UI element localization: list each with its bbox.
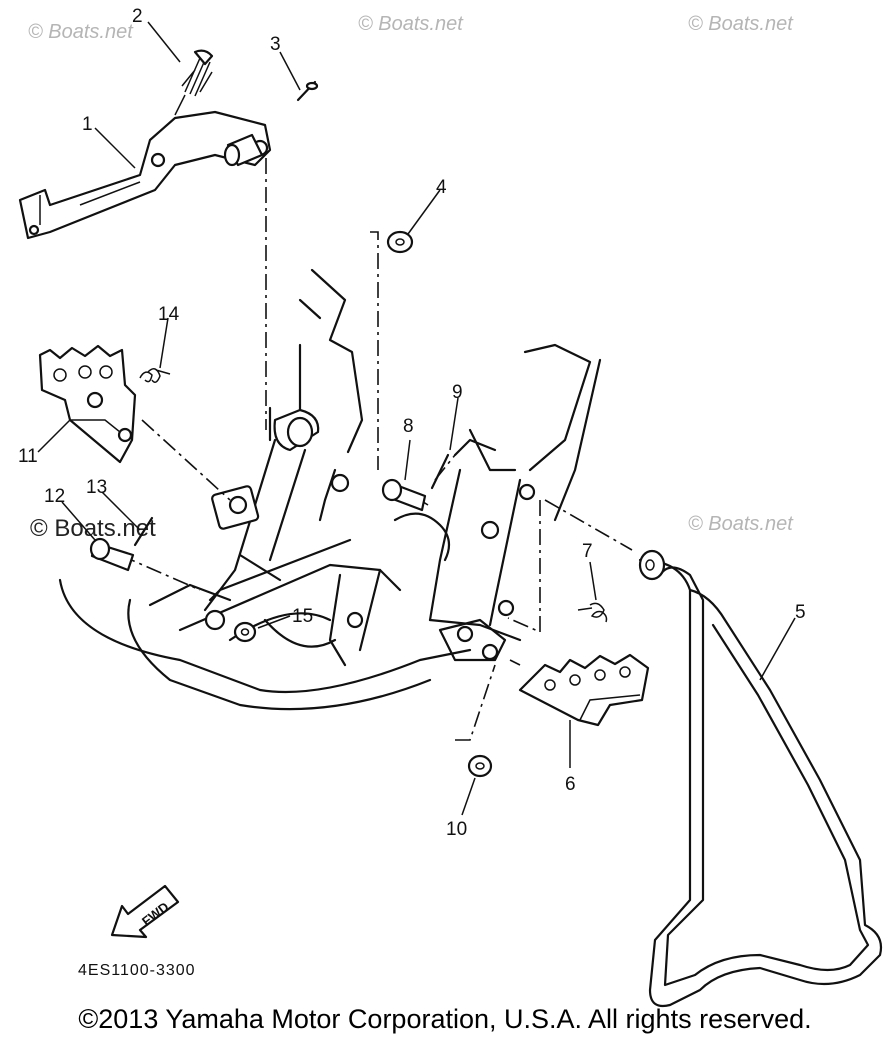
footrest-pin [89, 537, 135, 572]
callout-numbers: 1 2 3 4 5 6 7 8 9 10 11 12 13 14 15 [18, 6, 806, 840]
diagram-code: 4ES1100-3300 [78, 962, 196, 979]
cotter-pin-3 [133, 516, 154, 547]
callout-5: 5 [795, 602, 806, 623]
footrest-spring-left [139, 368, 171, 383]
fwd-arrow-icon: FWD [110, 884, 180, 939]
footrest-spring-right [577, 602, 608, 623]
callout-9: 9 [452, 382, 463, 403]
spring [174, 49, 214, 116]
cotter-pin-2 [430, 453, 450, 490]
washer-3 [233, 621, 257, 643]
callout-11: 11 [18, 446, 38, 467]
washer [386, 230, 414, 254]
callout-4: 4 [436, 177, 447, 198]
callout-13: 13 [86, 477, 107, 498]
callout-6: 6 [565, 774, 576, 795]
callout-2: 2 [132, 6, 143, 27]
callout-10: 10 [446, 819, 467, 840]
copyright-notice: ©2013 Yamaha Motor Corporation, U.S.A. A… [78, 1004, 812, 1034]
footrest-right [518, 653, 650, 727]
frame-drawing [58, 268, 602, 711]
callout-15: 15 [292, 606, 313, 627]
collar [381, 478, 427, 512]
watermark: © Boats.net [28, 21, 134, 43]
callout-3: 3 [270, 34, 281, 55]
watermark: © Boats.net [688, 13, 794, 35]
watermark: © Boats.net [358, 13, 464, 35]
callout-leaders [37, 21, 796, 816]
callout-7: 7 [582, 541, 593, 562]
callout-12: 12 [44, 486, 65, 507]
callout-8: 8 [403, 416, 414, 437]
cotter-pin [296, 80, 319, 102]
washer-2 [467, 754, 493, 778]
stand [638, 549, 883, 1008]
watermark: © Boats.net [688, 513, 794, 535]
brake-pedal [18, 110, 272, 240]
callout-1: 1 [82, 114, 93, 135]
footrest-left [38, 344, 137, 464]
callout-14: 14 [158, 304, 180, 325]
